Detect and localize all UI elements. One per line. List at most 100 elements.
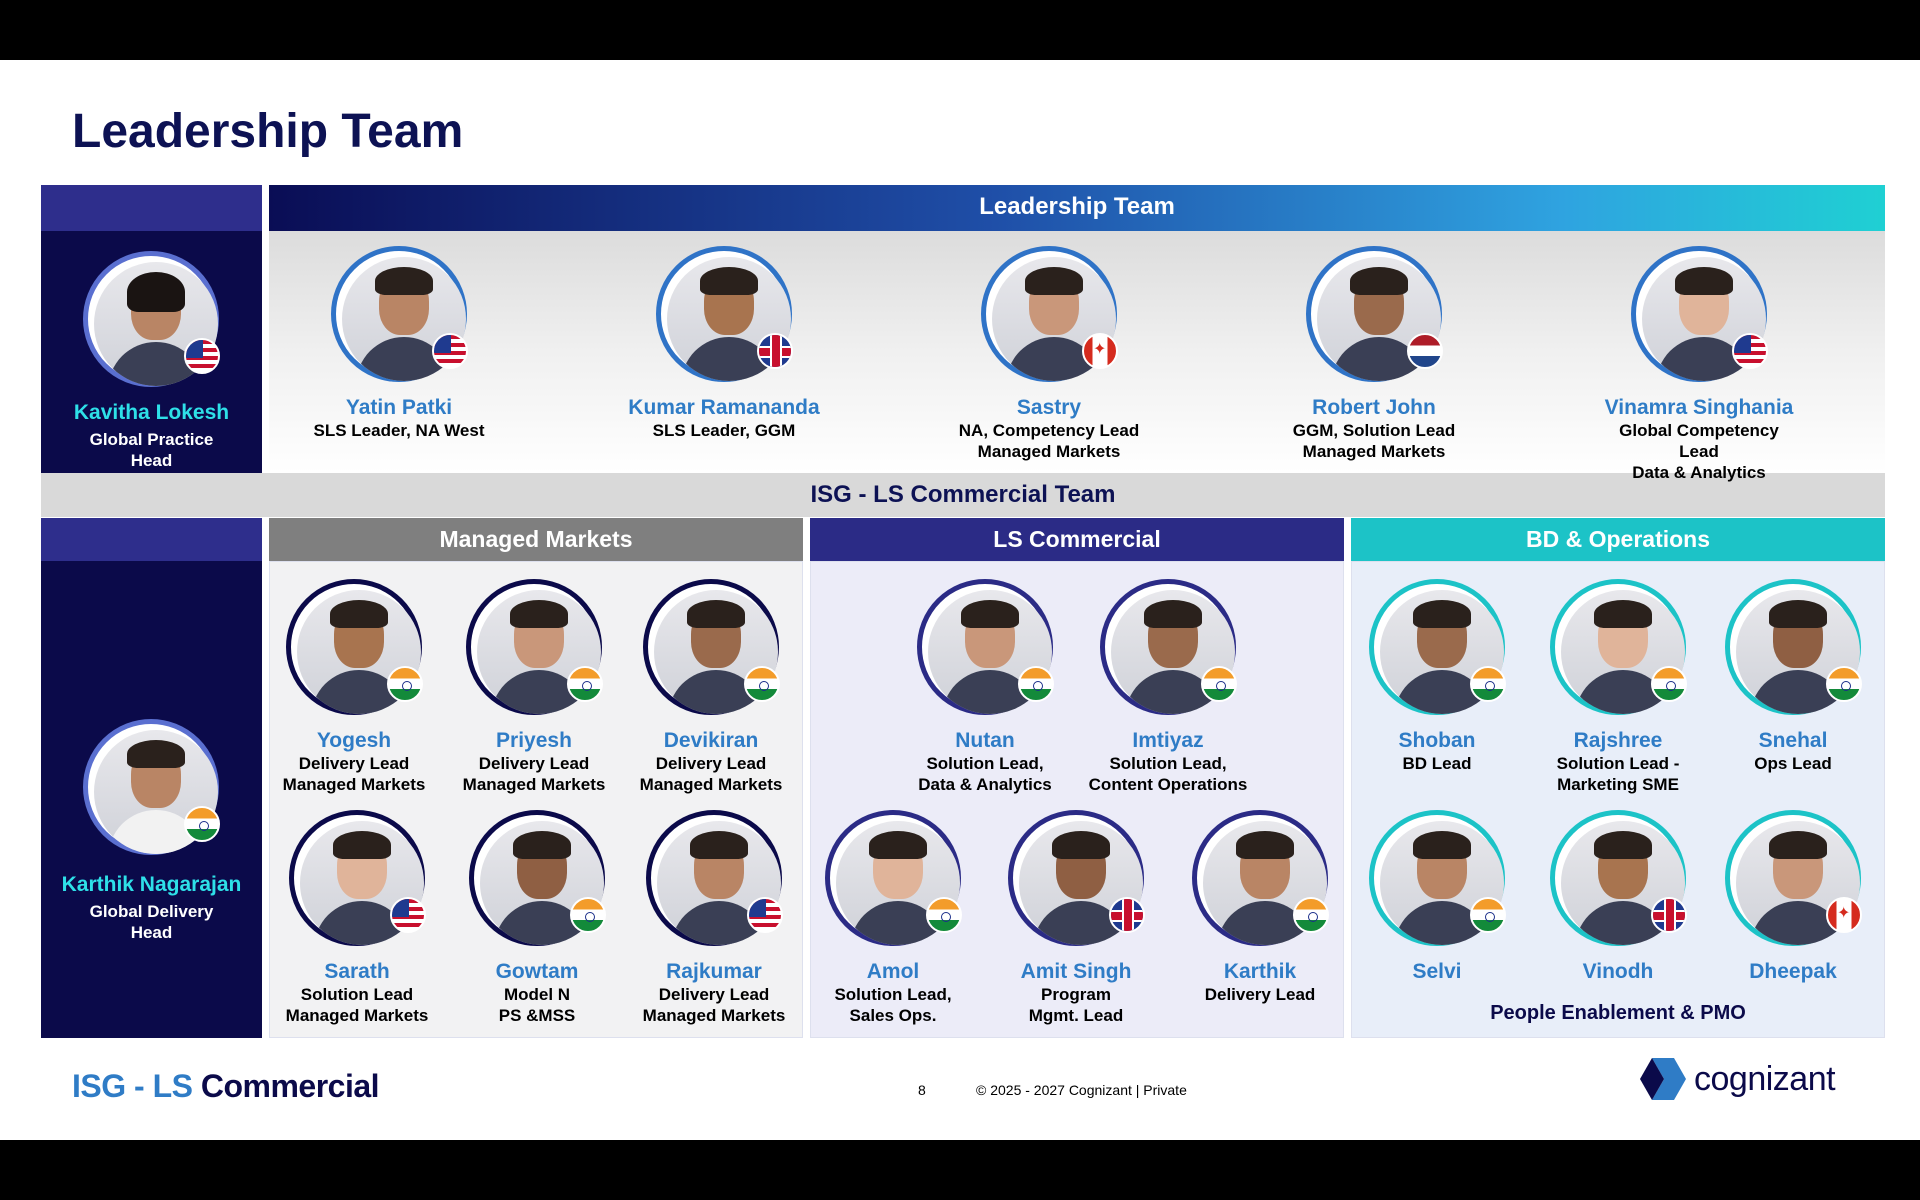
- avatar: [331, 246, 468, 382]
- head-column-cap: [41, 185, 262, 231]
- avatar: [286, 579, 423, 715]
- person-card: [51, 719, 251, 855]
- person-role: Delivery Lead Managed Markets: [639, 754, 783, 794]
- person-name: Kumar Ramananda: [628, 396, 820, 419]
- person-role: Delivery Lead Managed Markets: [282, 754, 426, 794]
- person-role: Delivery Lead Managed Markets: [462, 754, 606, 794]
- person-role: SLS Leader, GGM: [652, 421, 796, 440]
- india-flag-icon: [387, 666, 423, 702]
- person-role: NA, Competency Lead Managed Markets: [958, 421, 1140, 461]
- india-flag-icon: [184, 806, 220, 842]
- india-flag-icon: [744, 666, 780, 702]
- leadership-team-banner: Leadership Team: [269, 185, 1885, 231]
- person-role: Delivery Lead: [1204, 985, 1316, 1004]
- person-role: GGM, Solution Lead Managed Markets: [1292, 421, 1456, 461]
- netherlands-flag-icon: [1407, 333, 1443, 369]
- person-role: Solution Lead, Content Operations: [1088, 754, 1248, 794]
- india-flag-icon: [1293, 897, 1329, 933]
- india-flag-icon: [1826, 666, 1862, 702]
- person-role: Global Practice Head: [89, 430, 214, 470]
- avatar: [643, 579, 780, 715]
- logo-text: cognizant: [1694, 1060, 1836, 1098]
- footer-brand-part2: Commercial: [200, 1068, 380, 1104]
- avatar: [83, 719, 220, 855]
- person-name: Vinamra Singhania: [1604, 396, 1794, 419]
- person-name: Priyesh: [496, 729, 572, 752]
- cognizant-mark-icon: [1640, 1058, 1686, 1100]
- person-card: [51, 251, 251, 387]
- avatar: [917, 579, 1054, 715]
- person-name: Karthik Nagarajan: [61, 873, 242, 896]
- avatar: [469, 810, 606, 946]
- us-flag-icon: [1732, 333, 1768, 369]
- head-column-cap: [41, 518, 262, 561]
- person-role: Model N PS &MSS: [498, 985, 576, 1025]
- uk-flag-icon: [1651, 897, 1687, 933]
- avatar: [1550, 810, 1687, 946]
- bd-operations-header: BD & Operations: [1351, 518, 1885, 561]
- page-number: 8: [918, 1082, 926, 1098]
- cognizant-logo: cognizant: [1640, 1058, 1860, 1102]
- person-name: Sastry: [1016, 396, 1082, 419]
- avatar: [825, 810, 962, 946]
- person-name: Selvi: [1412, 960, 1462, 983]
- india-flag-icon: [1470, 666, 1506, 702]
- avatar: [1100, 579, 1237, 715]
- footer-brand: ISG - LS Commercial: [72, 1068, 380, 1105]
- bottom-letterbox: [0, 1140, 1920, 1200]
- person-name: Sarath: [324, 960, 390, 983]
- person-role: BD Lead: [1402, 754, 1472, 773]
- person-name: Imtiyaz: [1132, 729, 1204, 752]
- managed-markets-header: Managed Markets: [269, 518, 803, 561]
- person-name: Amol: [866, 960, 920, 983]
- avatar: [646, 810, 783, 946]
- uk-flag-icon: [1109, 897, 1145, 933]
- person-name: Nutan: [955, 729, 1015, 752]
- global-delivery-head-panel: Karthik Nagarajan Global Delivery Head: [41, 561, 262, 1038]
- avatar: [1725, 579, 1862, 715]
- ls-commercial-panel: [810, 561, 1344, 1038]
- avatar: [1008, 810, 1145, 946]
- person-name: Rajshree: [1573, 729, 1663, 752]
- page-title: Leadership Team: [72, 105, 464, 158]
- person-card: Shoban BD Lead: [1337, 579, 1537, 774]
- avatar: [466, 579, 603, 715]
- avatar: [1631, 246, 1768, 382]
- uk-flag-icon: [757, 333, 793, 369]
- person-name: Amit Singh: [1020, 960, 1132, 983]
- person-name: Vinodh: [1582, 960, 1654, 983]
- avatar: [1550, 579, 1687, 715]
- person-role: Solution Lead Managed Markets: [285, 985, 429, 1025]
- us-flag-icon: [184, 338, 220, 374]
- person-role: Solution Lead, Data & Analytics: [918, 754, 1052, 794]
- avatar: [289, 810, 426, 946]
- person-name: Karthik: [1223, 960, 1297, 983]
- person-name: Snehal: [1758, 729, 1828, 752]
- avatar: [1192, 810, 1329, 946]
- avatar: [1369, 579, 1506, 715]
- person-name: Gowtam: [495, 960, 579, 983]
- avatar: [1725, 810, 1862, 946]
- person-role: Solution Lead, Sales Ops.: [834, 985, 952, 1025]
- person-name: Shoban: [1398, 729, 1476, 752]
- avatar: [83, 251, 220, 387]
- india-flag-icon: [1201, 666, 1237, 702]
- person-card: Vinodh: [1518, 810, 1718, 984]
- person-role: Delivery Lead Managed Markets: [642, 985, 786, 1025]
- person-card: Selvi: [1337, 810, 1537, 984]
- person-name: Rajkumar: [666, 960, 762, 983]
